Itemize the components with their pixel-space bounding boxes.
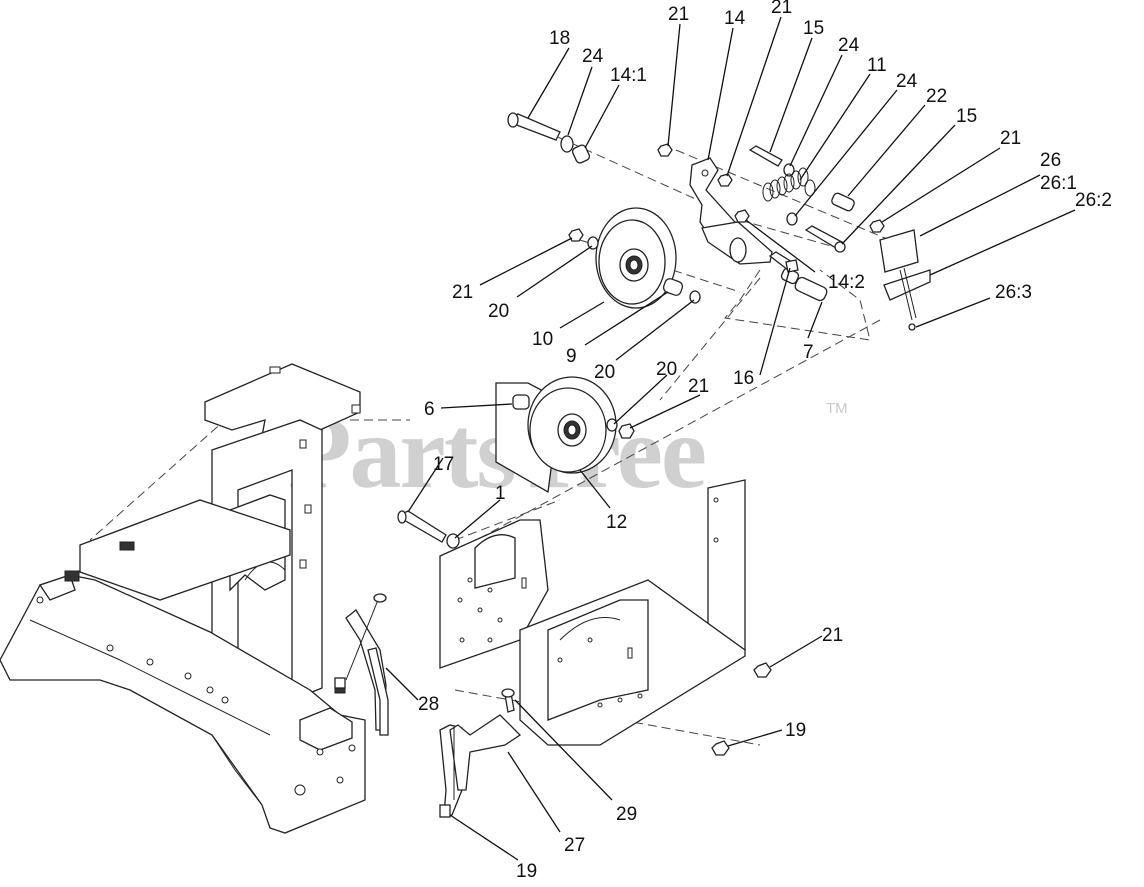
nut-19-a (711, 740, 730, 756)
leader-lines (385, 16, 1076, 861)
lever-27 (439, 714, 522, 818)
lever-28 (334, 593, 389, 736)
callout-19: 19 (785, 720, 806, 741)
callout-11: 11 (867, 55, 887, 76)
spacer-9 (662, 278, 684, 296)
callout-21: 21 (771, 0, 792, 18)
chassis-frame (0, 363, 366, 834)
spacer-6 (512, 394, 530, 410)
nut-21-d (568, 228, 584, 242)
callout-9: 9 (566, 346, 577, 367)
callout-19: 19 (516, 861, 537, 882)
frame-box-right (519, 479, 746, 746)
callout-21: 21 (688, 376, 709, 397)
nut-21-a (657, 143, 673, 157)
spacer-22 (831, 192, 855, 212)
callout-29: 29 (616, 804, 637, 825)
callout-20: 20 (594, 362, 615, 383)
callout-26-2: 26:2 (1075, 190, 1112, 211)
nut-19-b (439, 804, 451, 818)
washer-24-b (783, 163, 795, 177)
callout-labels: 18 24 14:1 21 14 21 15 24 11 24 22 15 21… (418, 0, 1112, 882)
bushing-14-1 (571, 144, 591, 164)
callout-28: 28 (418, 694, 439, 715)
callout-24: 24 (838, 35, 860, 56)
bolt-18 (507, 112, 561, 141)
nut-21-c (869, 219, 885, 233)
callout-14: 14 (724, 8, 746, 29)
bracket-26-2 (883, 269, 931, 301)
bolt-17 (398, 510, 447, 543)
callout-22: 22 (926, 86, 947, 107)
spacer-7 (794, 276, 828, 302)
spring-11 (762, 167, 816, 202)
washer-20-c (606, 418, 618, 432)
bolt-29 (501, 688, 515, 713)
callout-20: 20 (656, 359, 677, 380)
callout-7: 7 (803, 342, 814, 363)
callout-26-3: 26:3 (995, 282, 1032, 303)
pulley-12 (527, 376, 617, 474)
callout-15: 15 (803, 18, 824, 39)
callout-6: 6 (424, 399, 435, 420)
nut-21-e (618, 423, 635, 439)
callout-14-1: 14:1 (610, 65, 647, 86)
nut-21-f (753, 662, 772, 678)
callout-27: 27 (564, 835, 585, 856)
callout-10: 10 (532, 329, 553, 350)
callout-18: 18 (549, 28, 570, 49)
callout-21: 21 (452, 282, 473, 303)
washer-24-left (560, 135, 574, 153)
idler-arm-assembly (507, 112, 931, 331)
callout-12: 12 (606, 512, 627, 533)
nut-21-b (717, 173, 733, 187)
pulley-10 (595, 207, 677, 309)
washer-24-c (786, 212, 798, 226)
pin-26-3 (908, 323, 916, 331)
bracket-26 (879, 229, 919, 273)
callout-1: 1 (495, 483, 506, 504)
callout-16: 16 (733, 368, 754, 389)
callout-26: 26 (1040, 150, 1061, 171)
callout-21: 21 (1000, 128, 1021, 149)
callout-26-1: 26:1 (1040, 173, 1077, 194)
washer-20-b (689, 290, 701, 304)
callout-24: 24 (582, 46, 604, 67)
washer-20-a (587, 236, 599, 250)
callout-15: 15 (956, 106, 977, 127)
watermark-trademark: TM (826, 400, 848, 417)
callout-21: 21 (668, 4, 689, 25)
callout-24: 24 (896, 71, 918, 92)
callout-17: 17 (433, 454, 454, 475)
callout-14-2: 14:2 (828, 272, 865, 293)
callout-21: 21 (822, 625, 843, 646)
nut-14-2 (734, 209, 750, 223)
callout-20: 20 (488, 301, 509, 322)
